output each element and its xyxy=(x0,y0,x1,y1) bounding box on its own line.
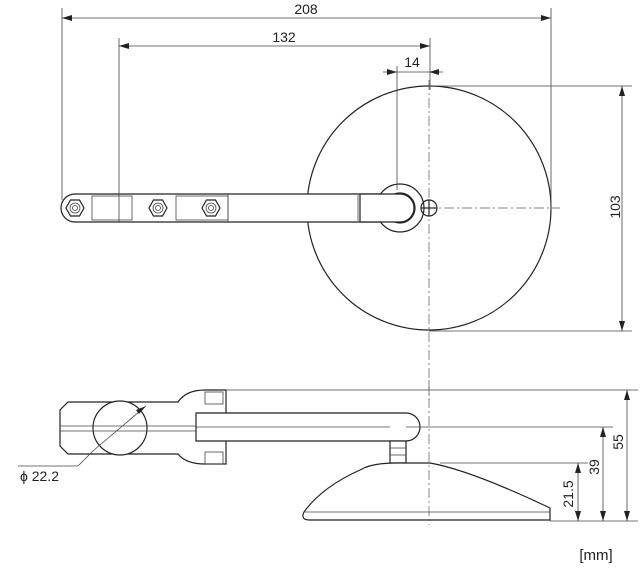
dimension-lines xyxy=(18,8,638,522)
top-view xyxy=(60,80,560,400)
side-view xyxy=(59,380,551,525)
clamp-bolt-bottom xyxy=(204,451,224,465)
bolt-left xyxy=(65,199,85,217)
dim-arm-length: 132 xyxy=(272,29,296,45)
dim-overall-width: 208 xyxy=(294,1,318,17)
mirror-side xyxy=(302,462,551,521)
clamp-bolt-top xyxy=(204,391,224,405)
dim-total-height: 55 xyxy=(610,434,626,450)
center-screw xyxy=(420,199,438,217)
dim-stem-height: 39 xyxy=(586,459,602,475)
dim-clamp-diameter: ϕ 22.2 xyxy=(20,468,59,484)
dim-offset: 14 xyxy=(404,54,420,70)
mirror-stem xyxy=(389,440,407,464)
arm-end xyxy=(359,193,415,223)
clamp-block-right xyxy=(175,195,229,221)
dim-mirror-thickness: 21.5 xyxy=(560,480,576,507)
bolt-middle xyxy=(148,199,168,217)
dim-mirror-diameter: 103 xyxy=(607,195,623,219)
clamp-block-left xyxy=(91,195,133,221)
bolt-right xyxy=(201,199,221,217)
units-label: [mm] xyxy=(579,547,612,564)
